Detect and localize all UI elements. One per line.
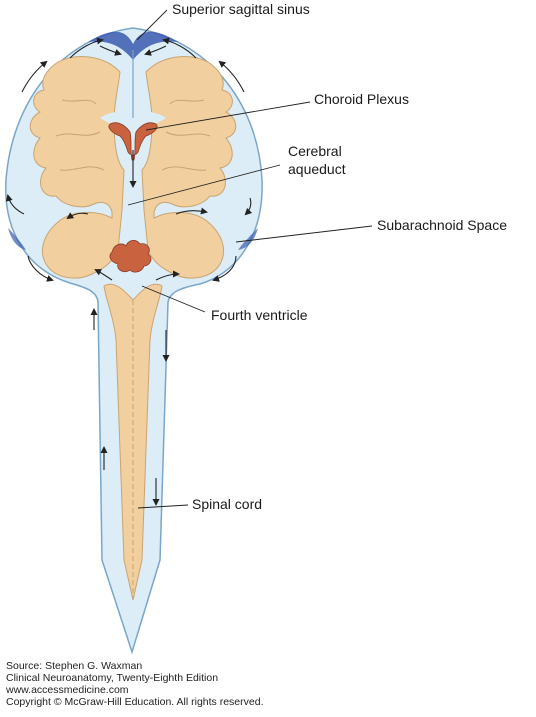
csf-flow-arrows <box>5 37 253 506</box>
credit-source: Source: Stephen G. Waxman <box>6 660 143 672</box>
choroid-plexus-lateral <box>108 122 158 161</box>
label-cerebral-aqueduct-line1: Cerebral <box>288 143 342 159</box>
choroid-plexus-fourth <box>109 240 152 273</box>
credit-copyright: Copyright © McGraw-Hill Education. All r… <box>6 696 264 708</box>
label-spinal-cord: Spinal cord <box>192 496 262 512</box>
spinal-cord <box>103 283 163 601</box>
credit-book: Clinical Neuroanatomy, Twenty-Eighth Edi… <box>6 672 219 684</box>
credit-website: www.accessmedicine.com <box>6 684 129 696</box>
left-gyri-detail <box>55 99 105 171</box>
right-hemisphere <box>141 56 237 279</box>
lateral-sinus-right <box>238 228 258 250</box>
label-choroid-plexus: Choroid Plexus <box>314 91 409 107</box>
label-superior-sagittal-sinus: Superior sagittal sinus <box>172 1 310 17</box>
lateral-sinus-left <box>8 228 26 250</box>
label-subarachnoid-space: Subarachnoid Space <box>377 217 507 233</box>
label-fourth-ventricle: Fourth ventricle <box>211 307 308 323</box>
left-hemisphere <box>29 56 125 279</box>
leader-lines <box>127 9 373 509</box>
label-cerebral-aqueduct-line2: aqueduct <box>288 161 346 177</box>
right-gyri-detail <box>161 99 211 171</box>
superior-sagittal-sinus <box>88 31 178 60</box>
